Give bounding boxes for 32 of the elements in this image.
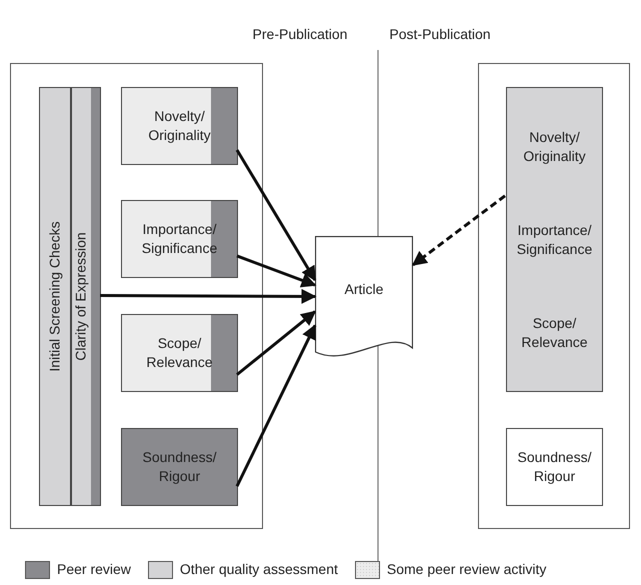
box-label: Soundness/ Rigour [142, 448, 218, 486]
box-label: Novelty/ Originality [147, 107, 212, 145]
process-box [506, 428, 603, 506]
panel-box [10, 63, 263, 529]
arrow [236, 254, 316, 288]
process-box [506, 87, 603, 392]
process-box [121, 428, 238, 506]
legend-label: Other quality assessment [180, 560, 338, 579]
arrow [412, 194, 506, 266]
arrow [236, 149, 316, 282]
box-label: Importance/ Significance [140, 220, 218, 258]
legend-label: Peer review [57, 560, 131, 579]
column-bar [39, 87, 71, 506]
column-bar [71, 87, 101, 506]
box-label: Scope/ Relevance [520, 314, 589, 352]
process-box [121, 87, 238, 165]
arrow [100, 288, 316, 304]
process-box [121, 314, 238, 392]
process-box [121, 200, 238, 278]
arrow [236, 324, 316, 487]
legend-label: Some peer review activity [386, 560, 546, 579]
box-label: Article [344, 280, 384, 299]
panel-box [478, 63, 630, 529]
section-heading: Pre-Publication [252, 25, 348, 44]
section-heading: Post-Publication [389, 25, 491, 44]
box-label: Novelty/ Originality [522, 128, 587, 166]
box-label: Importance/ Significance [516, 220, 594, 258]
box-label: Scope/ Relevance [145, 334, 214, 372]
column-label: Clarity of Expression [72, 232, 90, 361]
box-label: Soundness/ Rigour [516, 448, 592, 486]
arrow [236, 310, 316, 376]
column-label: Initial Screening Checks [46, 221, 64, 372]
